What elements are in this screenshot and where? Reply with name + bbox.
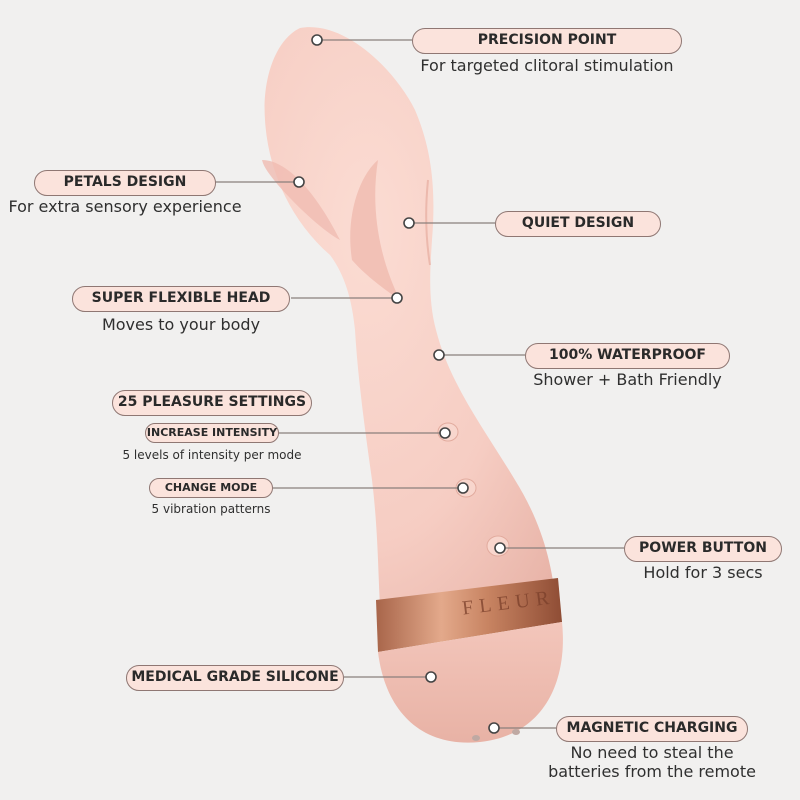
petal-right <box>350 160 400 300</box>
petal-right-edge <box>425 179 431 266</box>
charging-contact-2 <box>512 729 520 735</box>
waterproof-label: 100% WATERPROOF <box>525 343 730 369</box>
change-mode-desc: 5 vibration patterns <box>151 502 271 516</box>
device-body <box>264 27 556 606</box>
petals-design-label: PETALS DESIGN <box>34 170 216 196</box>
rose-gold-band <box>376 578 562 652</box>
dot-intensity <box>439 427 451 439</box>
pleasure-settings-label: 25 PLEASURE SETTINGS <box>112 390 312 416</box>
device-base <box>378 622 563 743</box>
dot-precision <box>311 34 323 46</box>
increase-intensity-label: INCREASE INTENSITY <box>145 423 279 443</box>
magnetic-charging-desc-line2: batteries from the remote <box>548 762 756 781</box>
flexible-head-desc: Moves to your body <box>101 315 261 334</box>
dot-charging <box>488 722 500 734</box>
magnetic-charging-label: MAGNETIC CHARGING <box>556 716 748 742</box>
increase-intensity-desc: 5 levels of intensity per mode <box>122 448 302 462</box>
dot-silicone <box>425 671 437 683</box>
charging-contact-1 <box>472 735 480 741</box>
waterproof-desc: Shower + Bath Friendly <box>533 370 722 389</box>
petals-design-desc: For extra sensory experience <box>8 197 242 216</box>
dot-petals <box>293 176 305 188</box>
precision-point-label: PRECISION POINT <box>412 28 682 54</box>
dot-mode <box>457 482 469 494</box>
precision-point-desc: For targeted clitoral stimulation <box>420 56 674 75</box>
change-mode-label: CHANGE MODE <box>149 478 273 498</box>
dot-power <box>494 542 506 554</box>
magnetic-charging-desc-line1: No need to steal the <box>570 743 734 762</box>
flexible-head-label: SUPER FLEXIBLE HEAD <box>72 286 290 312</box>
power-button-desc: Hold for 3 secs <box>643 563 763 582</box>
dot-flexible <box>391 292 403 304</box>
quiet-design-label: QUIET DESIGN <box>495 211 661 237</box>
silicone-label: MEDICAL GRADE SILICONE <box>126 665 344 691</box>
dot-quiet <box>403 217 415 229</box>
petal-left <box>262 160 340 240</box>
dot-waterproof <box>433 349 445 361</box>
power-button-label: POWER BUTTON <box>624 536 782 562</box>
